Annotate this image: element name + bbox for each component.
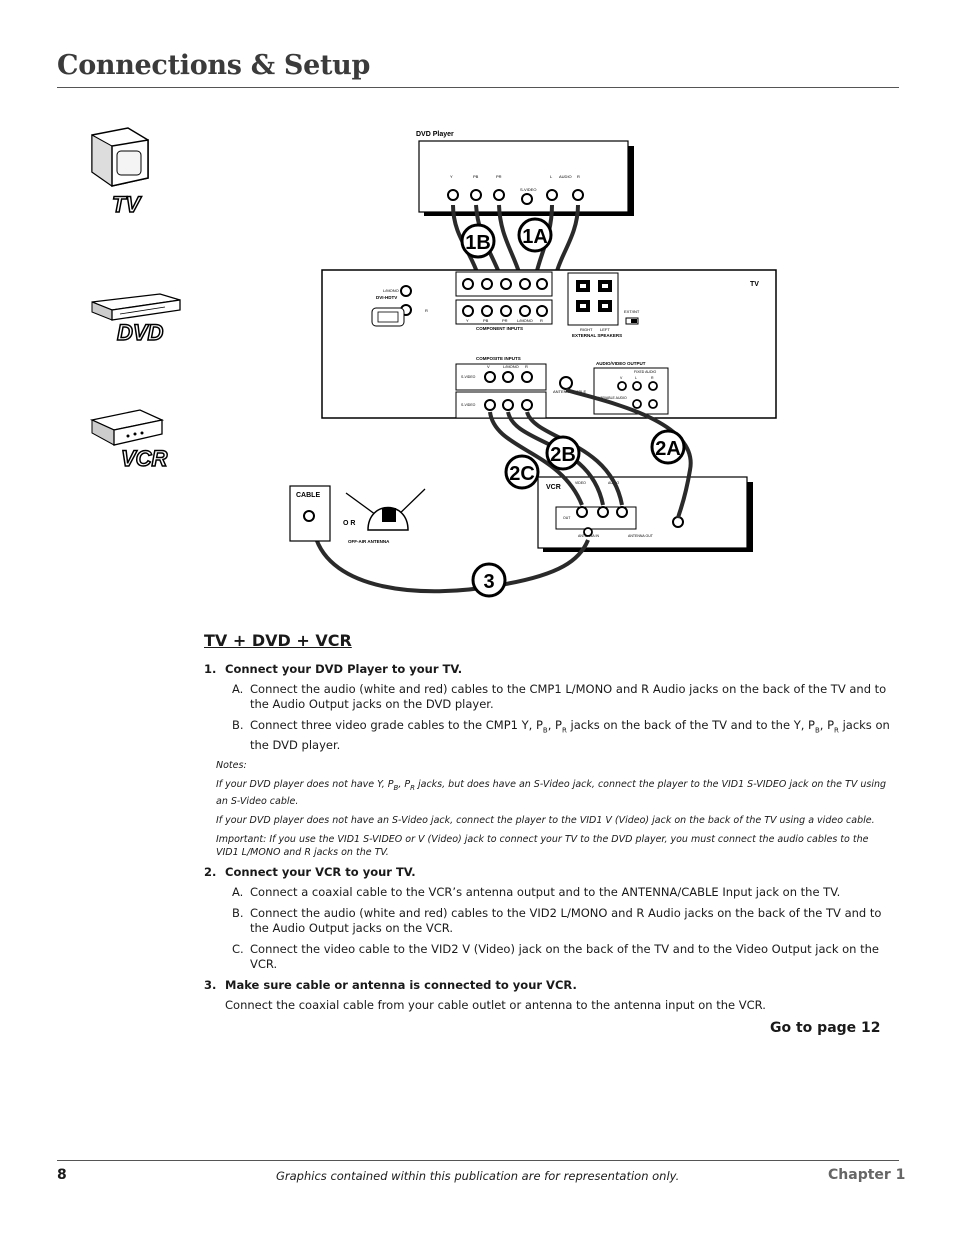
vcr-video-label: VIDEO [575, 481, 586, 485]
composite-svideo-2: S-VIDEO [461, 403, 476, 407]
callout-1a: 1A [517, 217, 553, 253]
cable-outlet: CABLE [289, 485, 331, 542]
svg-text:3: 3 [483, 571, 494, 593]
dvd-icon-label: DVD [117, 320, 164, 345]
svg-text:2C: 2C [509, 463, 535, 485]
step-1a: A.Connect the audio (white and red) cabl… [232, 682, 887, 711]
dvd-player-label: DVD Player [416, 131, 454, 138]
dvd-svideo-jack [521, 193, 533, 205]
title-divider [57, 87, 899, 88]
notes-label: Notes: [216, 760, 247, 772]
step-1-title: 1.Connect your DVD Player to your TV. [204, 662, 463, 676]
av-jack-l: L [635, 376, 637, 380]
callout-1b: 1B [460, 223, 496, 259]
dvd-player-panel: DVD Player Y PB PR S-VIDEO L AUDIO R [416, 131, 634, 216]
external-speakers-label: EXTERNAL SPEAKERS [572, 333, 622, 338]
or-label: O R [343, 520, 355, 527]
composite-jack-v: V [487, 364, 490, 369]
svg-text:2B: 2B [550, 444, 576, 466]
off-air-antenna-label: OFF-AIR ANTENNA [348, 539, 390, 544]
dvd-jack-l: L [550, 174, 553, 179]
av-jack-r: R [651, 376, 654, 380]
dvd-jack [546, 189, 558, 201]
notes: Notes: If your DVD player does not have … [216, 759, 894, 859]
tv-panel-label: TV [750, 281, 759, 288]
dvd-jack-y: Y [450, 174, 453, 179]
vcr-out-label: OUT [563, 516, 571, 520]
composite-inputs-label: COMPOSITE INPUTS [476, 356, 521, 361]
composite-svideo-1: S-VIDEO [461, 375, 476, 379]
dvd-jack [470, 189, 482, 201]
step-2-title: 2.Connect your VCR to your TV. [204, 865, 416, 880]
variable-audio-label: VARIABLE AUDIO [598, 396, 627, 400]
footer-divider [57, 1160, 899, 1161]
composite-jack-r: R [525, 364, 528, 369]
cmp-jack-lmono: L/MONO [517, 318, 533, 323]
speaker-right: RIGHT [580, 327, 593, 332]
cmp-jack-pr: PR [502, 318, 508, 323]
step-3-text: Connect the coaxial cable from your cabl… [225, 998, 766, 1013]
step-2a: A.Connect a coaxial cable to the VCR’s a… [232, 885, 841, 900]
callout-2c: 2C [504, 454, 540, 490]
svg-text:1A: 1A [522, 226, 548, 248]
tv-icon-label: TV [112, 192, 142, 217]
callout-2b: 2B [545, 435, 581, 471]
note-3: Important: If you use the VID1 S-VIDEO o… [216, 834, 869, 859]
svg-text:2A: 2A [655, 438, 681, 460]
ext-int-label: EXT/INT [624, 309, 640, 314]
vcr-rear-panel: VCR VIDEO AUDIO OUT ANTENNA IN ANTENNA O… [537, 476, 753, 552]
footer-disclaimer: Graphics contained within this publicati… [276, 1169, 680, 1183]
section-heading: TV + DVD + VCR [204, 631, 352, 650]
dvd-icon: DVD [91, 293, 181, 346]
step-2: 2.Connect your VCR to your TV. A.Connect… [204, 865, 894, 972]
page-title: Connections & Setup [57, 50, 371, 81]
note-1: If your DVD player does not have Y, PB, … [216, 779, 887, 808]
dvd-jack-svideo: S-VIDEO [520, 187, 536, 192]
composite-jack-lmono: L/MONO [503, 364, 519, 369]
note-2: If your DVD player does not have an S-Vi… [216, 815, 875, 827]
vcr-antenna-out: ANTENNA OUT [628, 534, 654, 538]
cmp-jack-r: R [540, 318, 543, 323]
cable-label: CABLE [296, 492, 320, 499]
goto-page-link[interactable]: Go to page 12 [770, 1020, 881, 1036]
vcr-icon-label: VCR [121, 446, 168, 471]
svg-text:1B: 1B [465, 232, 491, 254]
dvd-jack-audio: AUDIO [559, 174, 572, 179]
step-2b: B.Connect the audio (white and red) cabl… [232, 906, 882, 936]
cmp-jack-pb: PB [483, 318, 489, 323]
step-3-title: 3.Make sure cable or antenna is connecte… [204, 978, 577, 993]
tv-icon: TV [91, 127, 149, 218]
dvd-jack-r: R [577, 174, 580, 179]
step-2c: C.Connect the video cable to the VID2 V … [232, 942, 880, 972]
dvi-r: R [425, 308, 428, 313]
av-output-label: AUDIO/VIDEO OUTPUT [596, 361, 646, 366]
callout-2a: 2A [650, 429, 686, 465]
page-number: 8 [57, 1167, 67, 1183]
callout-3: 3 [471, 562, 507, 598]
step-1: 1.Connect your DVD Player to your TV. A.… [204, 662, 894, 859]
speaker-left: LEFT [600, 327, 610, 332]
chapter-label: Chapter 1 [828, 1167, 906, 1183]
step-1b: B.Connect three video grade cables to th… [232, 718, 890, 753]
component-inputs-label: COMPONENT INPUTS [476, 326, 523, 331]
off-air-antenna-icon: OFF-AIR ANTENNA [345, 488, 426, 544]
dvd-jack [447, 189, 459, 201]
tv-rear-panel: TV L/MONO DVI-HDTV R Y PB PR L/MONO R CO… [321, 269, 777, 419]
cmp-jack-y: Y [466, 318, 469, 323]
fixed-audio-label: FIXED AUDIO [634, 370, 656, 374]
instructions: 1.Connect your DVD Player to your TV. A.… [204, 662, 894, 1019]
av-jack-v: V [620, 376, 623, 380]
dvd-jack [493, 189, 505, 201]
dvd-jack-pr: PR [496, 174, 502, 179]
connection-diagram: TV DVD VCR DVD Player Y PB PR S-VIDEO L … [89, 127, 777, 598]
vcr-panel-label: VCR [546, 484, 561, 491]
dvd-jack-pb: PB [473, 174, 479, 179]
dvd-jack [572, 189, 584, 201]
vcr-icon: VCR [89, 409, 168, 472]
step-3: 3.Make sure cable or antenna is connecte… [204, 978, 894, 1013]
dvi-lmono: L/MONO [383, 288, 399, 293]
dvi-label: DVI-HDTV [376, 295, 397, 300]
